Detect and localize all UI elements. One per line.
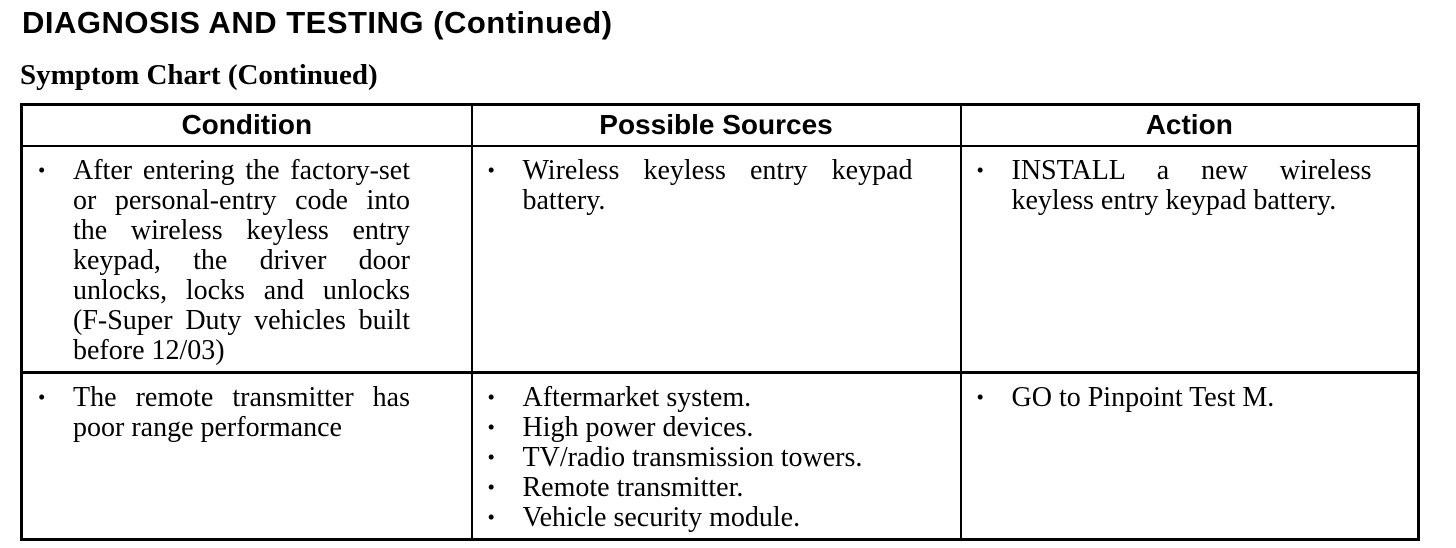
condition-cell: • The remote transmitter has poor range …: [20, 371, 473, 541]
possible-source-text: Aftermarket system.: [522, 382, 752, 413]
bullet-icon: •: [38, 158, 46, 182]
bullet-icon: •: [487, 385, 495, 409]
action-cell: • GO to Pinpoint Test M.: [959, 371, 1420, 541]
action-cell: • INSTALL a new wireless keyless entry k…: [959, 145, 1420, 374]
symptom-chart-table: Condition Possible Sources Action • Afte…: [20, 103, 1420, 541]
possible-source-text: Wireless keyless entry keypad battery.: [522, 155, 913, 216]
column-header-action: Action: [959, 103, 1420, 147]
bullet-icon: •: [487, 158, 495, 182]
bullet-icon: •: [487, 415, 495, 439]
list-item: • High power devices.: [473, 413, 960, 443]
condition-text: After entering the factory-set or person…: [73, 155, 410, 366]
condition-cell: • After entering the factory-set or pers…: [20, 145, 473, 374]
list-item: • Aftermarket system.: [473, 383, 960, 413]
list-item: • Wireless keyless entry keypad battery.: [473, 156, 960, 216]
list-item: • TV/radio transmission towers.: [473, 443, 960, 473]
bullet-icon: •: [487, 505, 495, 529]
column-header-condition: Condition: [20, 103, 473, 147]
table-row-keypad-battery: • After entering the factory-set or pers…: [20, 145, 1420, 374]
possible-sources-cell: • Aftermarket system. • High power devic…: [470, 371, 962, 541]
list-item: • GO to Pinpoint Test M.: [962, 383, 1418, 413]
list-item: • Remote transmitter.: [473, 473, 960, 503]
list-item: • INSTALL a new wireless keyless entry k…: [962, 156, 1418, 216]
action-text: INSTALL a new wireless keyless entry key…: [1011, 155, 1372, 216]
bullet-icon: •: [487, 475, 495, 499]
possible-source-text: Vehicle security module.: [522, 502, 801, 533]
possible-sources-cell: • Wireless keyless entry keypad battery.: [470, 145, 962, 374]
list-item: • The remote transmitter has poor range …: [23, 383, 471, 443]
condition-text: The remote transmitter has poor range pe…: [73, 382, 410, 443]
table-row-remote-range: • The remote transmitter has poor range …: [20, 371, 1420, 541]
action-text: GO to Pinpoint Test M.: [1011, 382, 1275, 413]
bullet-icon: •: [976, 385, 984, 409]
bullet-icon: •: [38, 385, 46, 409]
section-title: Symptom Chart (Continued): [20, 59, 378, 91]
list-item: • Vehicle security module.: [473, 503, 960, 533]
bullet-icon: •: [487, 445, 495, 469]
possible-source-text: TV/radio transmission towers.: [522, 442, 863, 473]
column-header-possible-sources: Possible Sources: [470, 103, 962, 147]
list-item: • After entering the factory-set or pers…: [23, 156, 471, 366]
bullet-icon: •: [976, 158, 984, 182]
table-header-row: Condition Possible Sources Action: [20, 103, 1420, 147]
possible-source-text: Remote transmitter.: [522, 472, 744, 503]
page-title: DIAGNOSIS AND TESTING (Continued): [22, 5, 613, 40]
possible-source-text: High power devices.: [522, 412, 754, 443]
